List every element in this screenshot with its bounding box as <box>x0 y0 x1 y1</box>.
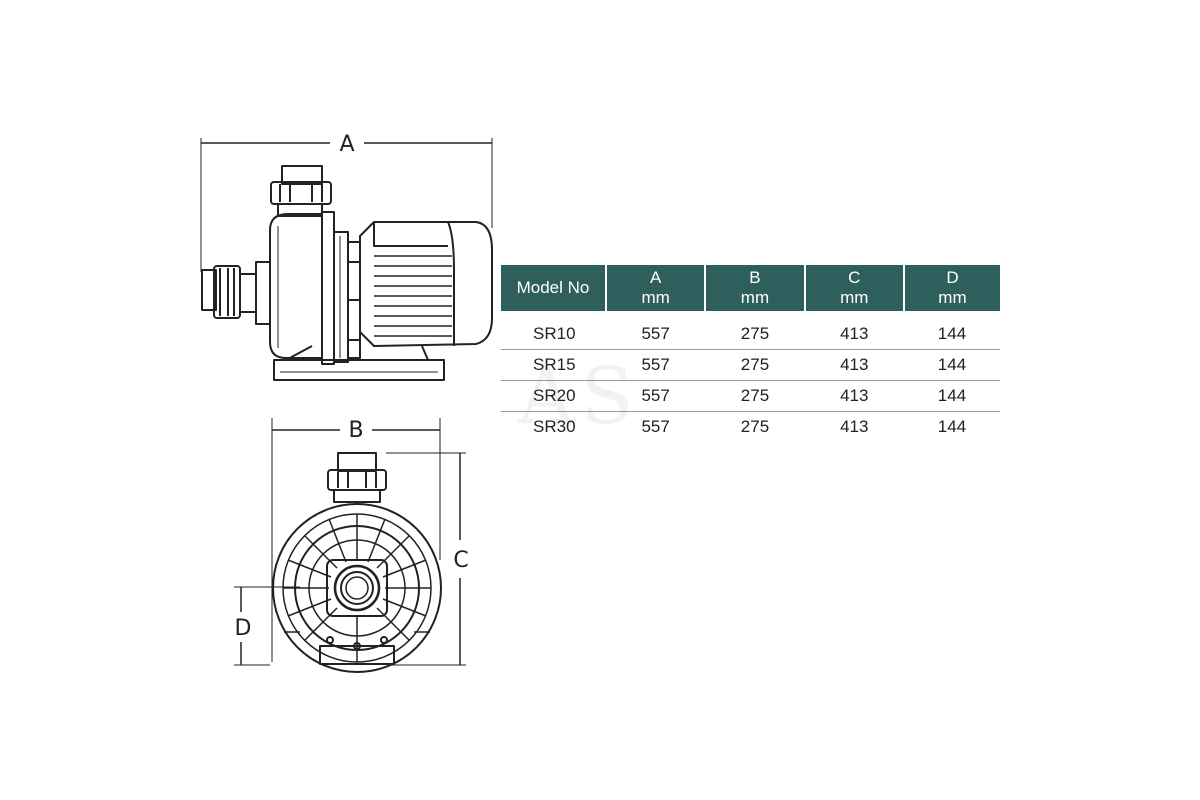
cell-a: 557 <box>641 417 670 436</box>
cell-b: 275 <box>705 311 805 350</box>
cell-d: 144 <box>903 380 1000 412</box>
pump-front-view <box>234 418 466 673</box>
cell-a: 557 <box>606 380 706 412</box>
cell-b: 275 <box>705 380 805 412</box>
cell-d: 144 <box>903 311 1000 350</box>
table-row: SR15 557 275 413 144 <box>501 349 1000 381</box>
pump-side-view <box>200 138 493 381</box>
table-row: SR20 557 275 413 144 <box>501 380 1000 412</box>
dimension-c-label: C <box>453 548 468 573</box>
header-model-no: Model No <box>501 265 607 311</box>
cell-model: SR20 <box>501 380 606 412</box>
cell-model: SR30 <box>533 417 576 436</box>
dimension-d-label: D <box>235 616 252 641</box>
cell-c: 413 <box>804 380 904 412</box>
cell-model: SR15 <box>501 349 606 381</box>
table-row: SR30 557 275 413 144 <box>501 412 1000 443</box>
cell-a: 557 <box>606 311 706 350</box>
table-row: SR10 557 275 413 144 <box>501 311 1000 350</box>
cell-model: SR10 <box>501 311 606 350</box>
cell-b: 275 <box>740 417 770 436</box>
cell-c: 413 <box>840 417 869 436</box>
dimension-b-label: B <box>348 418 363 443</box>
cell-c: 413 <box>804 349 904 381</box>
cell-b: 275 <box>705 349 805 381</box>
cell-d: 144 <box>903 349 1000 381</box>
cell-d: 144 <box>937 417 967 436</box>
dimension-a-label: A <box>339 132 354 157</box>
cell-c: 413 <box>804 311 904 350</box>
cell-a: 557 <box>606 349 706 381</box>
